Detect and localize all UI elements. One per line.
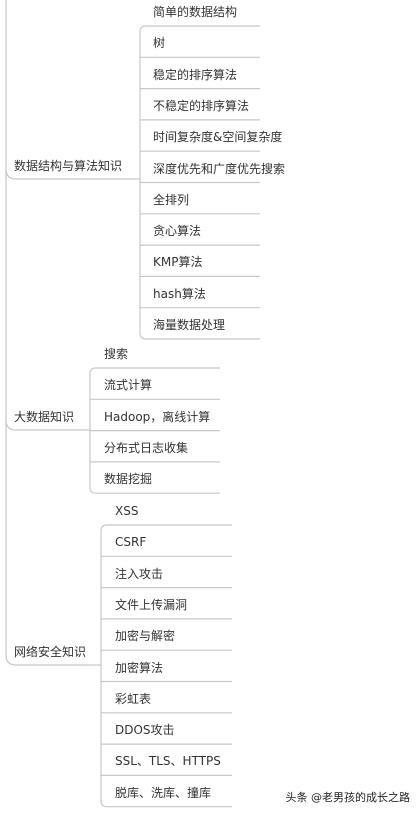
child-label: 稳定的排序算法 <box>153 67 238 82</box>
child-label: 树 <box>153 36 166 51</box>
branch-label: 大数据知识 <box>14 410 75 424</box>
child-label: 流式计算 <box>104 378 153 393</box>
child-label: 加密算法 <box>115 660 164 675</box>
child-underline <box>100 524 232 532</box>
branch-underline <box>5 654 85 666</box>
child-label: 脱库、洗库、撞库 <box>115 785 212 800</box>
child-label: 不稳定的排序算法 <box>153 98 250 113</box>
child-underline <box>89 487 220 494</box>
child-underline <box>100 800 232 808</box>
child-underline <box>89 367 220 375</box>
child-label: 加密与解密 <box>115 629 176 644</box>
child-label: Hadoop，离线计算 <box>104 409 211 424</box>
branch-label: 数据结构与算法知识 <box>14 159 123 173</box>
child-label: XSS <box>115 504 139 518</box>
branch-underline <box>5 419 85 431</box>
child-label: 深度优先和广度优先搜索 <box>153 161 286 176</box>
child-label: DDOS攻击 <box>115 723 175 738</box>
branch-underline <box>5 168 136 180</box>
child-underline <box>139 25 260 33</box>
child-label: 彩虹表 <box>115 691 152 706</box>
child-label: 全排列 <box>153 192 190 207</box>
child-label: 数据挖掘 <box>104 472 153 487</box>
child-label: CSRF <box>115 535 147 550</box>
child-label: 海量数据处理 <box>153 318 226 332</box>
watermark: 头条 @老男孩的成长之路 <box>285 791 411 804</box>
child-label: 文件上传漏洞 <box>115 597 188 612</box>
branch-label: 网络安全知识 <box>14 645 87 659</box>
child-label: 简单的数据结构 <box>153 5 238 19</box>
child-label: 时间复杂度&空间复杂度 <box>153 130 283 145</box>
child-label: SSL、TLS、HTTPS <box>115 754 221 769</box>
child-label: 分布式日志收集 <box>104 440 189 455</box>
child-label: 注入攻击 <box>115 566 164 581</box>
child-label: hash算法 <box>153 286 206 301</box>
child-underline <box>139 332 260 340</box>
child-label: 贪心算法 <box>153 224 202 239</box>
child-label: 搜索 <box>104 347 129 361</box>
child-label: KMP算法 <box>153 255 203 270</box>
